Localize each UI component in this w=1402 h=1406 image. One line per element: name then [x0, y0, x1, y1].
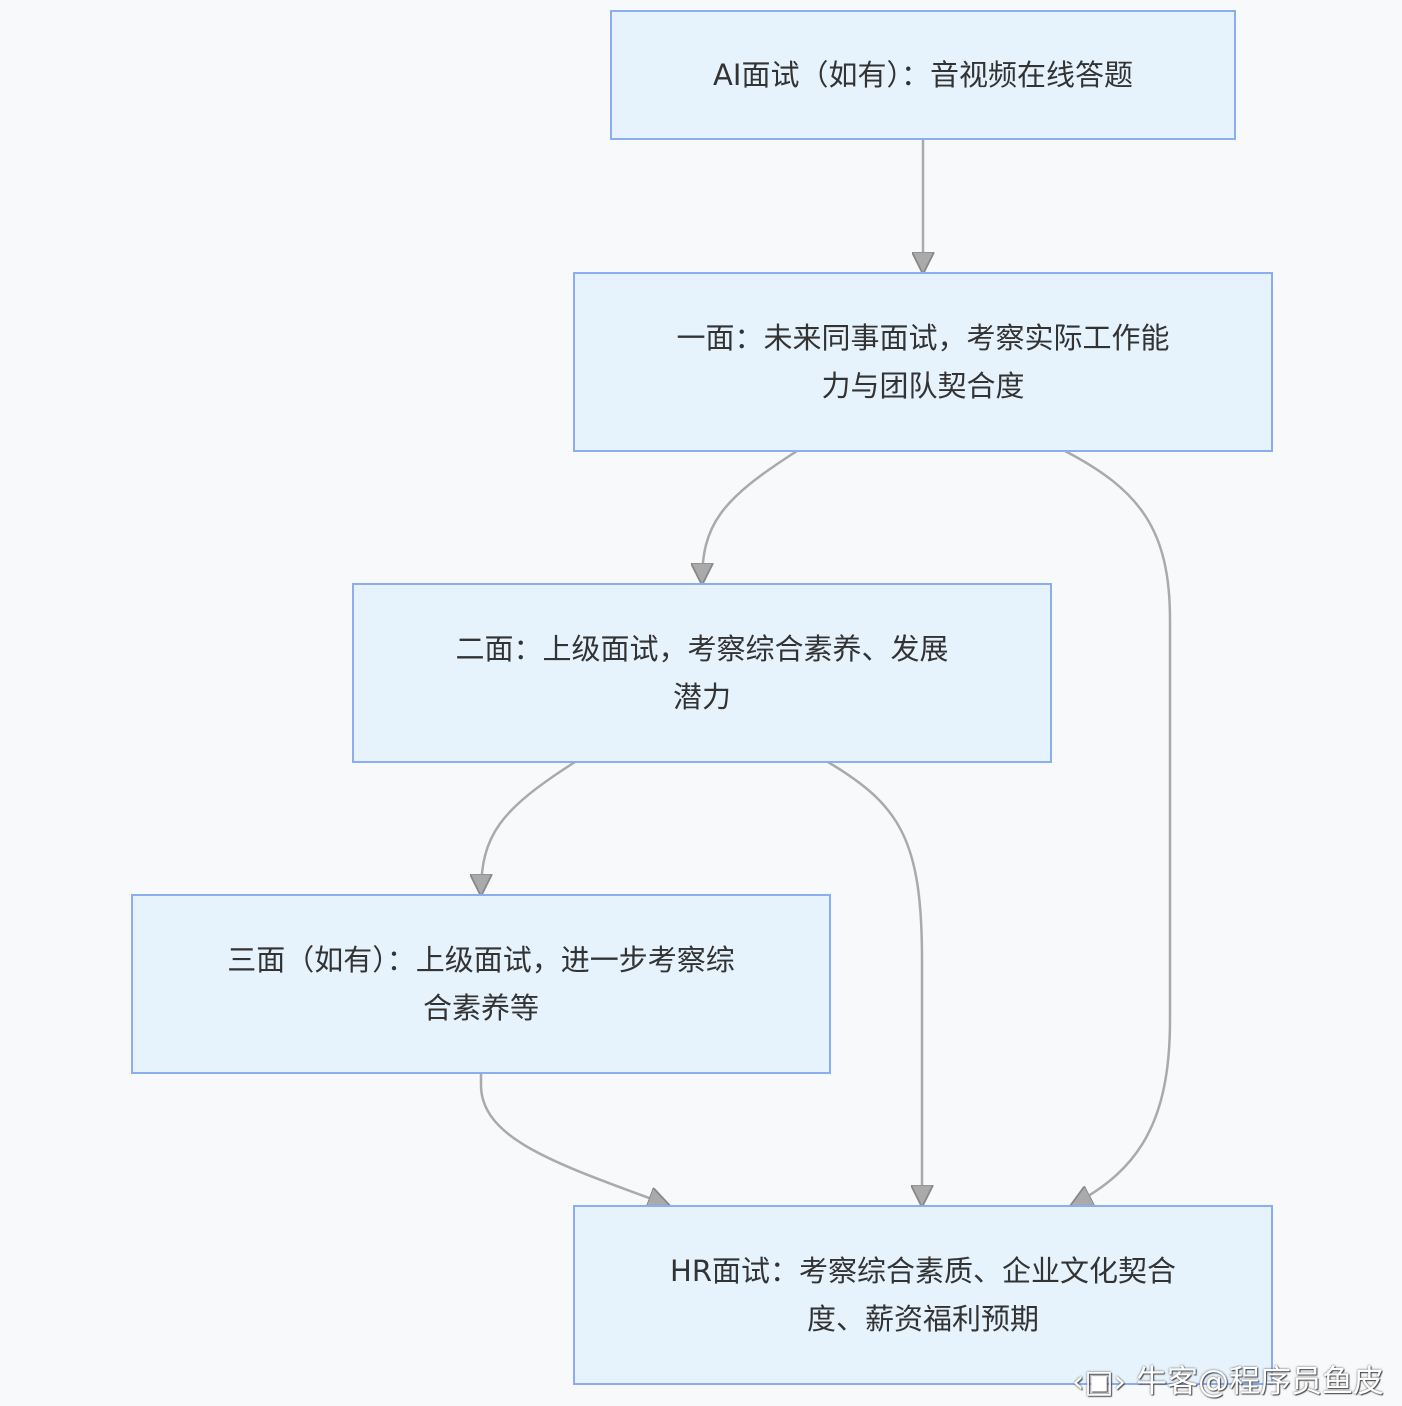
node-hr-interview-label: HR面试：考察综合素质、企业文化契合度、薪资福利预期 [670, 1254, 1176, 1336]
node-round-2: 二面：上级面试，考察综合素养、发展潜力 [352, 583, 1052, 763]
node-round-3: 三面（如有）：上级面试，进一步考察综合素养等 [131, 894, 831, 1074]
node-ai-interview: AI面试（如有）：音视频在线答题 [610, 10, 1236, 140]
node-hr-interview: HR面试：考察综合素质、企业文化契合度、薪资福利预期 [573, 1205, 1273, 1385]
edge-r2-r3 [481, 760, 576, 894]
watermark: ‹▣› 牛客@程序员鱼皮 [1072, 1356, 1384, 1401]
edge-r3-hr [479, 1074, 668, 1205]
edge-r1-hr [1064, 449, 1172, 1205]
watermark-text: 牛客@程序员鱼皮 [1135, 1364, 1384, 1400]
node-ai-interview-label: AI面试（如有）：音视频在线答题 [713, 58, 1133, 92]
node-round-2-label: 二面：上级面试，考察综合素养、发展潜力 [455, 632, 949, 714]
node-round-1-label: 一面：未来同事面试，考察实际工作能力与团队契合度 [676, 321, 1170, 403]
node-round-1: 一面：未来同事面试，考察实际工作能力与团队契合度 [573, 272, 1273, 452]
node-round-3-label: 三面（如有）：上级面试，进一步考察综合素养等 [227, 943, 735, 1025]
nowcoder-logo-icon: ‹▣› [1072, 1364, 1127, 1400]
edge-r1-r2 [702, 449, 798, 583]
edge-r2-hr [827, 760, 922, 1205]
